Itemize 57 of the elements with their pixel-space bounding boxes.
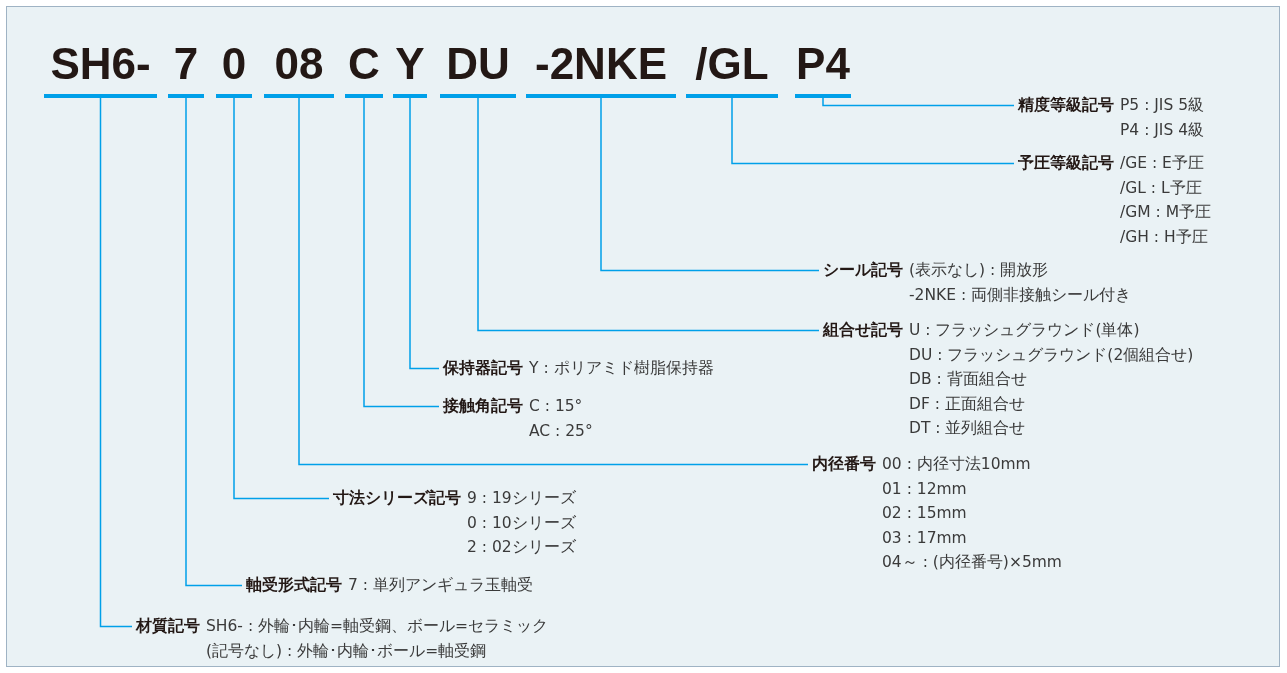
- code-segment: C: [345, 34, 383, 98]
- spec-row-text: Y : ポリアミド樹脂保持器: [529, 358, 714, 379]
- spec-row-text: U : フラッシュグラウンド(単体): [909, 320, 1140, 341]
- leader-line: [409, 97, 440, 370]
- spec-row-text: (記号なし) : 外輪･内輪･ボール=軸受鋼: [206, 640, 487, 662]
- spec-row-text: 9 : 19シリーズ: [467, 488, 576, 509]
- spec-row-text: /GE : E予圧: [1120, 153, 1204, 174]
- spec-row-text: DU : フラッシュグラウンド(2個組合せ): [909, 344, 1194, 366]
- leader-line: [477, 97, 820, 332]
- code-segment: DU: [440, 34, 516, 98]
- spec-row-text: 04～ : (内径番号)×5mm: [882, 552, 1062, 573]
- spec-row-text: -2NKE : 両側非接触シール付き: [909, 284, 1132, 306]
- heading: 予圧等級記号: [1018, 153, 1114, 174]
- spec-row-text: 7 : 単列アンギュラ玉軸受: [348, 575, 533, 596]
- spec-row-text: /GM : M予圧: [1120, 202, 1212, 223]
- heading: 組合せ記号: [823, 320, 903, 341]
- leader-line: [363, 97, 440, 408]
- leader-line: [233, 97, 330, 500]
- code-segment: -2NKE: [526, 34, 676, 98]
- heading: 内径番号: [812, 454, 876, 475]
- spec-row-text: 02 : 15mm: [882, 503, 967, 524]
- heading: 接触角記号: [443, 396, 523, 417]
- spec-row-text: 01 : 12mm: [882, 478, 967, 500]
- spec-row-text: DB : 背面組合せ: [909, 369, 1027, 390]
- spec-row-text: P4 : JIS 4級: [1120, 119, 1205, 141]
- code-segment: 08: [264, 34, 334, 98]
- leader-line: [600, 97, 820, 272]
- spec-row-text: /GL : L予圧: [1120, 177, 1202, 199]
- heading: 軸受形式記号: [246, 575, 342, 596]
- heading: 保持器記号: [443, 358, 523, 379]
- leader-line: [185, 97, 243, 587]
- spec-row-text: AC : 25°: [529, 420, 593, 442]
- spec-row-text: 2 : 02シリーズ: [467, 537, 576, 558]
- code-segment: SH6-: [44, 34, 157, 98]
- spec-row-text: SH6- : 外輪･内輪=軸受鋼、ボール=セラミック: [206, 616, 548, 637]
- spec-row-text: P5 : JIS 5級: [1120, 95, 1205, 116]
- code-segment: /GL: [686, 34, 778, 98]
- heading: シール記号: [823, 260, 903, 281]
- leader-line: [822, 97, 1015, 107]
- spec-row-text: 00 : 内径寸法10mm: [882, 454, 1031, 475]
- heading: 精度等級記号: [1018, 95, 1114, 116]
- heading: 寸法シリーズ記号: [333, 488, 461, 509]
- spec-row-text: DT : 並列組合せ: [909, 418, 1026, 439]
- code-segment: P4: [795, 34, 851, 98]
- leader-line: [298, 97, 809, 466]
- leader-line: [99, 97, 133, 628]
- heading: 材質記号: [136, 616, 200, 637]
- code-segment: Y: [393, 34, 427, 98]
- spec-row-text: C : 15°: [529, 396, 583, 417]
- spec-row-text: (表示なし) : 開放形: [909, 260, 1049, 281]
- code-segment: 0: [216, 34, 252, 98]
- code-segment: 7: [168, 34, 204, 98]
- spec-row-text: 03 : 17mm: [882, 527, 967, 549]
- spec-row-text: /GH : H予圧: [1120, 226, 1208, 248]
- spec-row-text: 0 : 10シリーズ: [467, 512, 576, 534]
- spec-row-text: DF : 正面組合せ: [909, 393, 1025, 415]
- leader-line: [731, 97, 1015, 165]
